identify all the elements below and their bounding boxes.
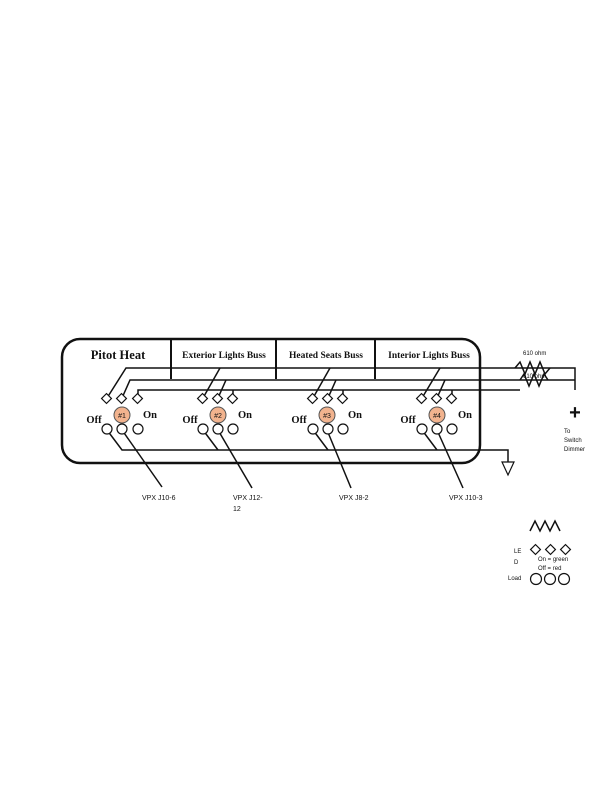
switch-2[interactable]: #2: [209, 406, 227, 424]
load-circle-icon: [132, 423, 144, 435]
on-label: On: [238, 410, 252, 421]
load-circles: [101, 423, 458, 435]
vpx-lead-line: [121, 429, 163, 488]
load-circle-icon: [101, 423, 113, 435]
led-branch: [312, 367, 331, 399]
led-diamond-icon: [211, 392, 224, 405]
switch-4[interactable]: #4: [428, 406, 446, 424]
dimmer-label-switch: Switch: [564, 438, 582, 444]
load-circle-icon: [212, 423, 224, 435]
led-diamond-icon: [115, 392, 128, 405]
load-circle-icon: [322, 423, 334, 435]
led-diamond-icon: [196, 392, 209, 405]
vpx-label: VPX J10-6: [142, 495, 176, 502]
on-label: On: [348, 410, 362, 421]
on-label: On: [458, 410, 472, 421]
vpx-label: VPX J12-: [233, 495, 263, 502]
legend-led-label: LE: [514, 549, 521, 555]
led-bus-line-top: [106, 367, 576, 399]
legend-load-circle-icon: [543, 572, 557, 586]
resistor-2-label: 610 ohm: [523, 374, 546, 380]
led-diamond-icon: [306, 392, 319, 405]
off-label: Off: [182, 415, 198, 426]
switch-button-icon[interactable]: [209, 406, 227, 424]
led-diamond-icon: [430, 392, 443, 405]
led-branch: [421, 367, 441, 399]
dimmer-label-to: To: [564, 429, 571, 435]
legend-led-diamonds: [529, 543, 572, 556]
legend-led-label-line2: D: [514, 560, 519, 566]
on-label: On: [143, 410, 157, 421]
resistor-1-label: 610 ohm: [523, 351, 546, 357]
legend-led-diamond-icon: [529, 543, 542, 556]
led-diamond-icon: [415, 392, 428, 405]
section-title-exterior-lights: Exterior Lights Buss: [182, 351, 266, 361]
vpx-lead-line: [326, 429, 352, 489]
load-circle-icon: [307, 423, 319, 435]
vpx-label-line2: 12: [233, 506, 241, 513]
led-diamond-icon: [226, 392, 239, 405]
load-circle-icon: [416, 423, 428, 435]
vpx-lead-line: [217, 429, 253, 489]
legend-off-text: Off = red: [538, 566, 561, 572]
ground-symbol-icon: [501, 461, 515, 477]
load-circle-icon: [337, 423, 349, 435]
switch-id: #2: [214, 413, 222, 420]
legend-load-circles: [529, 572, 571, 586]
switch-id: #1: [118, 413, 126, 420]
load-ground-line: [106, 429, 509, 462]
led-diamond-icon: [321, 392, 334, 405]
section-title-pitot-heat: Pitot Heat: [91, 348, 146, 362]
load-circle-icon: [227, 423, 239, 435]
plus-terminal-icon: +: [569, 402, 581, 424]
switch-3[interactable]: #3: [318, 406, 336, 424]
load-circle-icon: [446, 423, 458, 435]
section-title-interior-lights: Interior Lights Buss: [388, 351, 470, 361]
led-branch: [202, 367, 221, 399]
section-title-heated-seats: Heated Seats Buss: [289, 351, 363, 361]
resistor-1-icon: [514, 360, 551, 376]
led-diamond-icon: [100, 392, 113, 405]
legend-load-label: Load: [508, 576, 521, 582]
legend-resistor-icon: [529, 519, 561, 533]
legend-led-diamond-icon: [544, 543, 557, 556]
load-circle-icon: [116, 423, 128, 435]
legend-load-circle-icon: [529, 572, 543, 586]
load-circle-icon: [431, 423, 443, 435]
off-label: Off: [400, 415, 416, 426]
led-diamond-icon: [445, 392, 458, 405]
vpx-label: VPX J10-3: [449, 495, 483, 502]
switch-id: #3: [323, 413, 331, 420]
switch-button-icon[interactable]: [318, 406, 336, 424]
legend-led-diamond-icon: [559, 543, 572, 556]
switch-id: #4: [433, 413, 441, 420]
led-diamonds: [100, 392, 458, 405]
resistor-2-icon: [519, 372, 549, 388]
led-bus-line-middle: [121, 379, 575, 399]
switch-button-icon[interactable]: [113, 406, 131, 424]
switch-panel-outline: [60, 337, 482, 465]
off-label: Off: [291, 415, 307, 426]
off-label: Off: [86, 415, 102, 426]
legend-on-text: On = green: [538, 557, 568, 563]
led-diamond-icon: [131, 392, 144, 405]
vpx-label: VPX J8-2: [339, 495, 369, 502]
switch-button-icon[interactable]: [428, 406, 446, 424]
vpx-lead-line: [436, 429, 464, 489]
dimmer-label-dimmer: Dimmer: [564, 447, 585, 453]
switch-1[interactable]: #1: [113, 406, 131, 424]
legend-load-circle-icon: [557, 572, 571, 586]
load-circle-icon: [197, 423, 209, 435]
led-diamond-icon: [336, 392, 349, 405]
